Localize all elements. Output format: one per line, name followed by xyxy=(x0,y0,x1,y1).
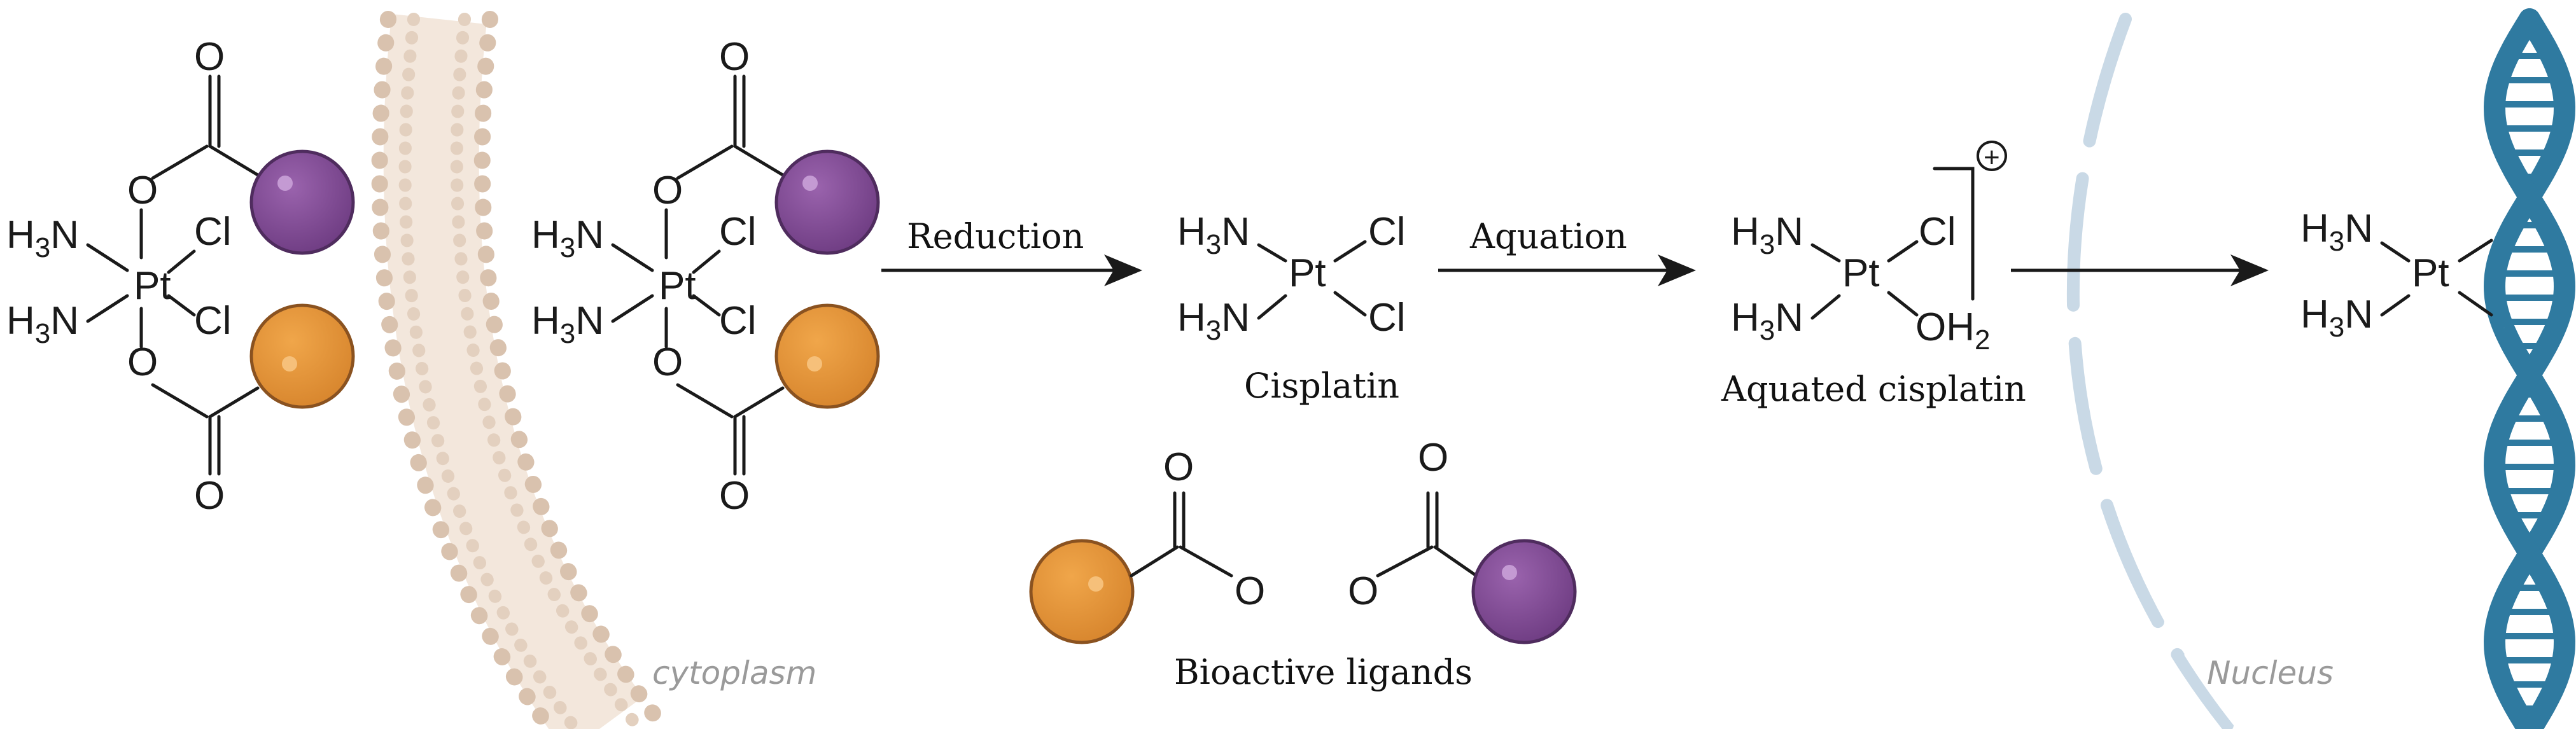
cell-membrane xyxy=(371,11,670,729)
chloride-ligand: Cl xyxy=(194,210,232,254)
highlight xyxy=(1088,576,1103,592)
dna-strand xyxy=(2483,8,2576,729)
positive-charge-icon xyxy=(1977,141,2007,171)
pt4-prodrug-extracellular: Pt H3N H3N Cl Cl O O O O xyxy=(6,35,355,518)
dna-helix xyxy=(2483,8,2576,729)
highlight xyxy=(807,356,822,371)
released-bioactive-ligands: O O O O Bioactive ligands xyxy=(1029,436,1577,692)
chloride-ligand: Cl xyxy=(1368,210,1406,254)
ammine-ligand: H3N xyxy=(6,299,79,349)
ammine-ligand: H3N xyxy=(1177,210,1250,260)
carboxylate-oxygen: O xyxy=(1348,569,1378,613)
carbonyl-oxygen: O xyxy=(719,474,750,518)
highlight xyxy=(802,176,818,191)
carbonyl-oxygen: O xyxy=(1163,445,1194,489)
bioactive-ligand-purple xyxy=(1471,539,1577,644)
ammine-ligand: H3N xyxy=(6,213,79,263)
chloride-ligand: Cl xyxy=(194,299,232,343)
highlight xyxy=(1502,565,1517,580)
aqua-ligand: OH2 xyxy=(1915,305,1990,356)
bioactive-ligand-orange xyxy=(774,303,880,409)
carbonyl-oxygen: O xyxy=(719,35,750,79)
chloride-ligand: Cl xyxy=(1919,210,1956,254)
cisplatin-label: Cisplatin xyxy=(1244,366,1399,406)
chloride-ligand: Cl xyxy=(1368,296,1406,340)
aquation-label: Aquation xyxy=(1469,216,1627,256)
aquated-cisplatin-label: Aquated cisplatin xyxy=(1721,369,2026,409)
platinum-atom: Pt xyxy=(1289,251,1326,295)
platinum-atom: Pt xyxy=(659,264,696,308)
ammine-ligand: H3N xyxy=(1731,210,1803,260)
chloride-ligand: Cl xyxy=(719,210,757,254)
nucleus-label: Nucleus xyxy=(2207,655,2334,691)
bonds xyxy=(611,74,785,476)
aquation-step: Aquation xyxy=(1438,216,1696,286)
cisplatin-molecule: Pt H3N H3N Cl Cl Cisplatin xyxy=(1177,210,1406,406)
platinum-atom: Pt xyxy=(1842,251,1880,295)
platinum-atom: Pt xyxy=(134,264,171,308)
ammine-ligand: H3N xyxy=(531,213,604,263)
oxygen-atom: O xyxy=(652,340,683,384)
ammine-ligand: H3N xyxy=(1177,296,1250,346)
charge-bracket xyxy=(1933,167,1975,301)
carboxylate-oxygen: O xyxy=(1235,569,1265,613)
platinum-atom: Pt xyxy=(2412,251,2449,295)
bioactive-ligand-purple xyxy=(774,149,880,255)
oxygen-atom: O xyxy=(652,169,683,212)
ammine-ligand: H3N xyxy=(2300,293,2373,343)
nuclear-envelope xyxy=(2066,13,2239,729)
cytoplasm-label: cytoplasm xyxy=(652,655,816,691)
ammine-ligand: H3N xyxy=(2300,207,2373,257)
oxygen-atom: O xyxy=(127,340,158,384)
pt-dna-adduct: Pt H3N H3N xyxy=(2300,207,2493,343)
reduction-step: Reduction xyxy=(881,216,1142,286)
highlight xyxy=(277,176,293,191)
bioactive-ligands-label: Bioactive ligands xyxy=(1174,652,1473,692)
oxygen-atom: O xyxy=(127,169,158,212)
carbonyl-oxygen: O xyxy=(1418,436,1448,480)
bioactive-ligand-orange xyxy=(1029,539,1135,644)
ammine-ligand: H3N xyxy=(1731,296,1803,346)
bioactive-ligand-purple xyxy=(249,149,355,255)
positive-charge: + xyxy=(1984,142,2000,173)
carbonyl-oxygen: O xyxy=(194,474,225,518)
bioactive-ligand-orange xyxy=(249,303,355,409)
ammine-ligand: H3N xyxy=(531,299,604,349)
aquated-cisplatin-molecule: Pt H3N H3N Cl OH2 + Aquated cisplatin xyxy=(1721,141,2026,409)
carbonyl-oxygen: O xyxy=(194,35,225,79)
bonds xyxy=(86,74,260,476)
reduction-label: Reduction xyxy=(907,216,1084,256)
pt4-prodrug-intracellular: Pt H3N H3N Cl Cl O O O O xyxy=(531,35,880,518)
highlight xyxy=(282,356,297,371)
chloride-ligand: Cl xyxy=(719,299,757,343)
